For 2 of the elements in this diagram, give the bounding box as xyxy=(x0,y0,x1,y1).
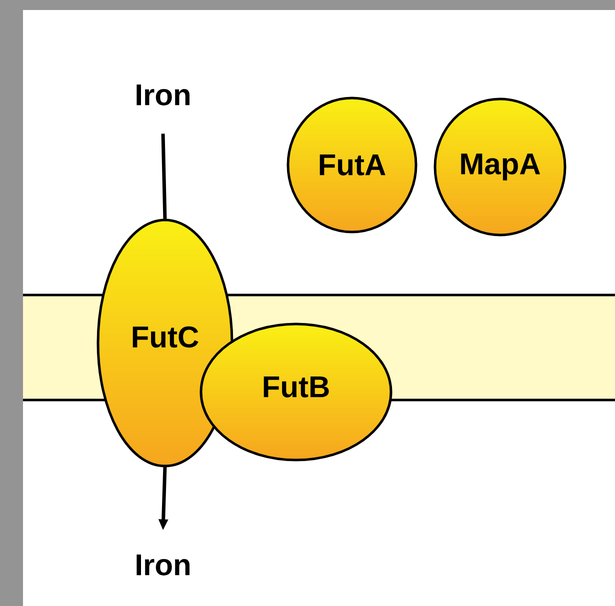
substance-label: Iron xyxy=(136,84,190,106)
substance-label: Iron xyxy=(136,554,190,576)
